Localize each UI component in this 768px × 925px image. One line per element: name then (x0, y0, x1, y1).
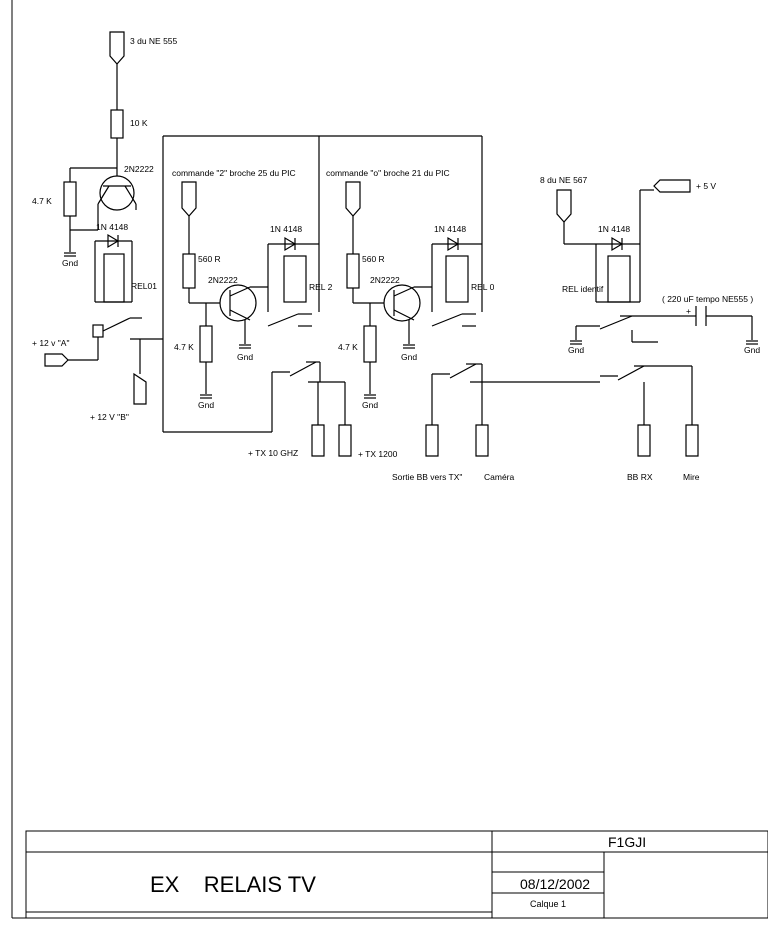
relay-identif-coil (607, 255, 631, 303)
drawing-title: EX RELAIS TV (150, 872, 316, 897)
12v-b-label: + 12 V "B" (90, 412, 129, 422)
tx10-label: + TX 10 GHZ (248, 448, 298, 458)
relid-label: REL identif (562, 284, 604, 294)
sortie-bb-connector (425, 424, 439, 457)
rel01-driver-block: 3 du NE 555 10 K 2N2222 4.7 K Gnd 1N 414… (32, 31, 178, 422)
r560-3-label: 560 R (362, 254, 385, 264)
drawing-layer: Calque 1 (530, 899, 566, 909)
gnd-label-4: Gnd (362, 400, 378, 410)
r47k-3-label: 4.7 K (338, 342, 358, 352)
cmd0-label: commande "o" broche 21 du PIC (326, 168, 450, 178)
author-text: F1GJI (608, 834, 646, 850)
cap-label: ( 220 uF tempo NE555 ) (662, 294, 753, 304)
relay-rel0-coil (445, 255, 469, 303)
transistor-q1 (99, 175, 135, 211)
bbrx-label: BB RX (627, 472, 653, 482)
r47k-2-label: 4.7 K (174, 342, 194, 352)
tx1200-label: + TX 1200 (358, 449, 398, 459)
camera-label: Caméra (484, 472, 515, 482)
12v-a-connector (44, 353, 69, 367)
cap-plus-label: + (686, 306, 691, 316)
relay-rel01-coil (103, 253, 125, 303)
ne567-connector (556, 189, 572, 223)
tx10-connector (311, 424, 325, 457)
tx1200-connector (338, 424, 352, 457)
q2-label: 2N2222 (208, 275, 238, 285)
title-block: F1GJI EX RELAIS TV 08/12/2002 Calque 1 (25, 830, 768, 919)
d1-label: 1N 4148 (96, 222, 128, 232)
bus-lines (162, 135, 483, 433)
drawing-date: 08/12/2002 (520, 876, 590, 892)
gnd-label-3: Gnd (237, 352, 253, 362)
d3-label: 1N 4148 (434, 224, 466, 234)
rel01-label: REL01 (131, 281, 157, 291)
resistor-560r-3 (346, 253, 360, 289)
resistor-4k7-2 (199, 325, 213, 363)
resistor-4k7-left-label: 4.7 K (32, 196, 52, 206)
resistor-560r-2 (182, 253, 196, 289)
12v-a-label: + 12 v "A" (32, 338, 69, 348)
ne555-connector-symbol (109, 31, 125, 65)
12v-b-connector (133, 372, 147, 405)
5v-connector (653, 179, 691, 193)
q1-label: 2N2222 (124, 164, 154, 174)
sheet-frame (11, 0, 768, 919)
r560-2-label: 560 R (198, 254, 221, 264)
gnd-label-2: Gnd (198, 400, 214, 410)
gnd-label-6: Gnd (568, 345, 584, 355)
camera-connector (475, 424, 489, 457)
d2-label: 1N 4148 (270, 224, 302, 234)
resistor-4k7-left (63, 181, 77, 217)
resistor-10k (110, 109, 124, 139)
rel2-driver-block: commande "2" broche 25 du PIC 560 R 2N22… (172, 168, 398, 459)
gnd-label-5: Gnd (401, 352, 417, 362)
q3-label: 2N2222 (370, 275, 400, 285)
transistor-q3 (383, 284, 421, 322)
mire-label: Mire (683, 472, 700, 482)
5v-label: + 5 V (696, 181, 716, 191)
cmd2-label: commande "2" broche 25 du PIC (172, 168, 296, 178)
gnd-label-1: Gnd (62, 258, 78, 268)
mire-connector (685, 424, 699, 457)
cmd0-connector (345, 181, 361, 217)
rel-identif-block: 8 du NE 567 1N 4148 + 5 V REL identif Gn… (540, 175, 760, 482)
relay-rel2-coil (283, 255, 307, 303)
ne555-pin-label: 3 du NE 555 (130, 36, 178, 46)
d4-label: 1N 4148 (598, 224, 630, 234)
transistor-q2 (219, 284, 257, 322)
rel0-label: REL 0 (471, 282, 495, 292)
cmd2-connector (181, 181, 197, 217)
rel0-driver-block: commande "o" broche 21 du PIC 560 R 2N22… (326, 168, 600, 482)
rel2-label: REL 2 (309, 282, 333, 292)
resistor-10k-label: 10 K (130, 118, 148, 128)
sortie-label: Sortie BB vers TX" (392, 472, 462, 482)
resistor-4k7-3 (363, 325, 377, 363)
bbrx-connector (637, 424, 651, 457)
ne567-label: 8 du NE 567 (540, 175, 588, 185)
gnd-label-7: Gnd (744, 345, 760, 355)
